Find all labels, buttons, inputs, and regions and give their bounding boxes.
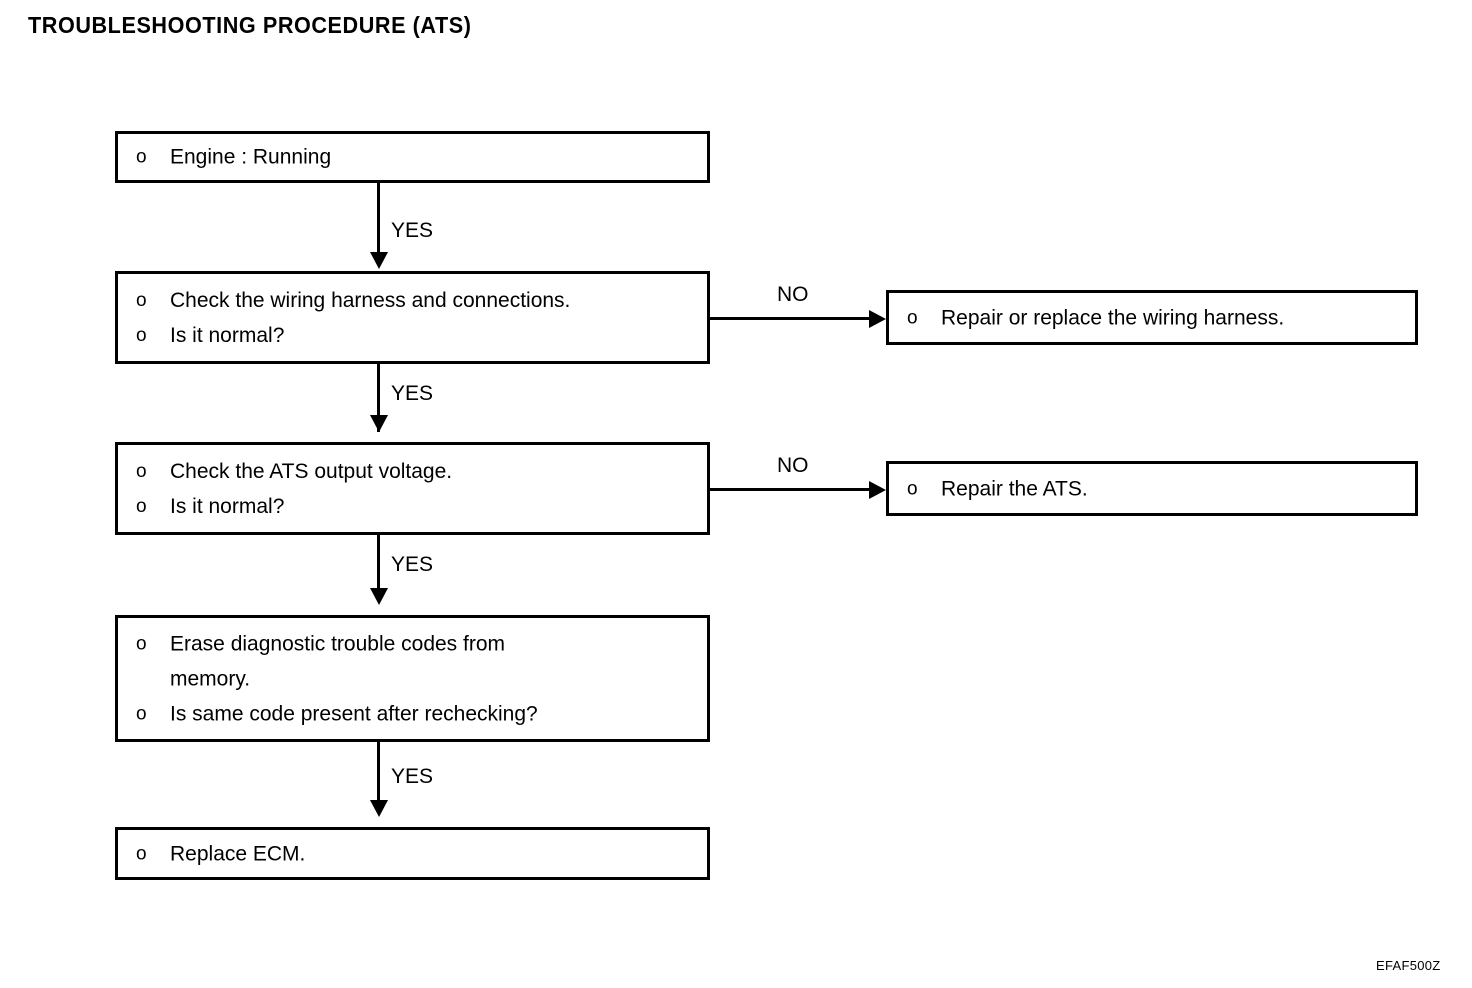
action-box-repair-wiring: o Repair or replace the wiring harness. xyxy=(886,290,1418,345)
box-line-text: Replace ECM. xyxy=(170,842,306,865)
box-text-block: o Repair the ATS. xyxy=(907,471,1409,506)
box-line-text: Repair or replace the wiring harness. xyxy=(941,306,1285,329)
box-text-block: o Replace ECM. xyxy=(136,836,701,871)
connector-line-no-1 xyxy=(710,317,873,320)
connector-line-no-2 xyxy=(710,488,873,491)
box-text-block: o Check the ATS output voltage. o Is it … xyxy=(136,454,701,524)
box-line: o Replace ECM. xyxy=(136,836,701,871)
box-line: o Is same code present after rechecking? xyxy=(136,696,701,731)
decision-box-check-wiring: o Check the wiring harness and connectio… xyxy=(115,271,710,364)
action-box-repair-ats: o Repair the ATS. xyxy=(886,461,1418,516)
bullet-icon: o xyxy=(136,324,147,346)
arrow-head-yes-4 xyxy=(370,800,388,817)
box-line-continuation: o memory. xyxy=(136,661,701,696)
decision-box-erase-codes: o Erase diagnostic trouble codes from o … xyxy=(115,615,710,742)
box-text-block: o Engine : Running xyxy=(136,140,701,175)
box-line: o Check the ATS output voltage. xyxy=(136,454,701,489)
box-line-text: Is it normal? xyxy=(170,323,285,347)
bullet-icon: o xyxy=(136,289,147,311)
box-line: o Is it normal? xyxy=(136,489,701,524)
box-text-block: o Check the wiring harness and connectio… xyxy=(136,283,701,353)
arrow-head-no-2 xyxy=(869,481,886,499)
box-line: o Repair the ATS. xyxy=(907,471,1409,506)
arrow-head-yes-1 xyxy=(370,252,388,269)
box-line-text: memory. xyxy=(170,667,251,690)
arrow-head-yes-2 xyxy=(370,415,388,432)
decision-box-check-ats-voltage: o Check the ATS output voltage. o Is it … xyxy=(115,442,710,535)
box-line: o Repair or replace the wiring harness. xyxy=(907,300,1409,335)
edge-label-yes-1: YES xyxy=(391,219,434,242)
box-line: o Engine : Running xyxy=(136,140,701,175)
edge-label-no-1: NO xyxy=(777,283,809,306)
box-line-text: Check the wiring harness and connections… xyxy=(170,288,571,312)
edge-label-yes-2: YES xyxy=(391,382,434,405)
action-box-replace-ecm: o Replace ECM. xyxy=(115,827,710,880)
box-line-text: Repair the ATS. xyxy=(941,477,1088,500)
box-line: o Erase diagnostic trouble codes from xyxy=(136,626,701,661)
connector-line-yes-3 xyxy=(377,535,380,598)
bullet-icon: o xyxy=(136,703,147,724)
bullet-icon: o xyxy=(907,478,918,499)
connector-line-yes-1 xyxy=(377,183,380,252)
process-box-engine-running: o Engine : Running xyxy=(115,131,710,183)
connector-line-yes-2 xyxy=(377,364,380,432)
bullet-icon: o xyxy=(136,146,147,168)
box-text-block: o Repair or replace the wiring harness. xyxy=(907,300,1409,335)
arrow-head-no-1 xyxy=(869,310,886,328)
edge-label-yes-4: YES xyxy=(391,765,434,788)
box-line-text: Engine : Running xyxy=(170,145,332,169)
box-line-text: Check the ATS output voltage. xyxy=(170,459,453,483)
box-line-text: Erase diagnostic trouble codes from xyxy=(170,632,506,655)
page-title: TROUBLESHOOTING PROCEDURE (ATS) xyxy=(28,12,472,38)
edge-label-yes-3: YES xyxy=(391,553,434,576)
box-text-block: o Erase diagnostic trouble codes from o … xyxy=(136,626,701,731)
bullet-icon: o xyxy=(136,633,147,654)
bullet-icon: o xyxy=(136,460,147,482)
bullet-icon: o xyxy=(907,307,918,328)
box-line-text: Is same code present after rechecking? xyxy=(170,702,538,725)
bullet-icon: o xyxy=(136,495,147,517)
figure-code-label: EFAF500Z xyxy=(1376,958,1441,973)
box-line: o Check the wiring harness and connectio… xyxy=(136,283,701,318)
box-line: o Is it normal? xyxy=(136,318,701,353)
connector-line-yes-4 xyxy=(377,742,380,812)
edge-label-no-2: NO xyxy=(777,454,809,477)
box-line-text: Is it normal? xyxy=(170,494,285,518)
arrow-head-yes-3 xyxy=(370,588,388,605)
bullet-icon: o xyxy=(136,843,147,864)
